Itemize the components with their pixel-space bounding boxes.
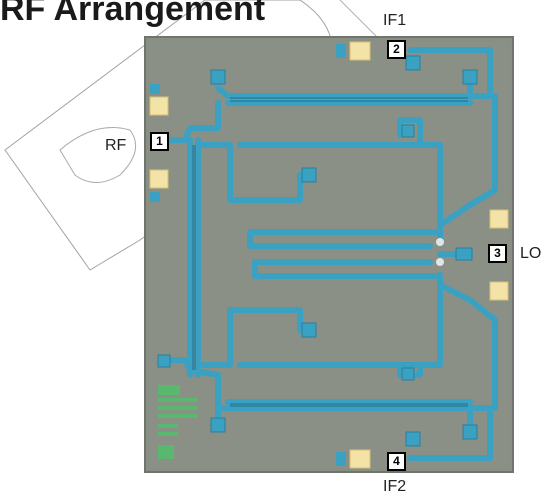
- component-block: [157, 354, 171, 368]
- green-marking: [158, 385, 180, 395]
- bond-pad: [336, 452, 346, 466]
- bond-pad: [150, 84, 160, 94]
- green-marking: [158, 424, 178, 428]
- trace: [215, 75, 473, 99]
- trace: [247, 229, 433, 249]
- bond-pad: [489, 281, 509, 301]
- bond-pad: [349, 449, 371, 469]
- trace: [407, 47, 493, 99]
- port-label-rf: RF: [105, 137, 127, 154]
- trace: [417, 272, 443, 368]
- diode: [436, 238, 444, 246]
- pin-number-1: 1: [150, 132, 169, 151]
- port-label-lo: LO: [520, 245, 542, 262]
- component-block: [401, 367, 415, 381]
- pin-number-2: 2: [387, 40, 406, 59]
- pin-number-4: 4: [387, 452, 406, 471]
- component-block: [210, 69, 226, 85]
- green-marking: [158, 406, 198, 410]
- green-marking: [158, 432, 178, 436]
- bond-pad: [150, 192, 160, 202]
- trace: [165, 100, 221, 143]
- component-block: [405, 431, 421, 447]
- trace: [237, 362, 423, 378]
- component-block: [462, 69, 478, 85]
- component-block: [405, 55, 421, 71]
- component-block: [401, 124, 415, 138]
- component-block: [301, 167, 317, 183]
- component-block: [301, 322, 317, 338]
- trace: [407, 405, 493, 461]
- bond-pad: [349, 41, 371, 61]
- bond-pad: [489, 209, 509, 229]
- bond-pad: [149, 169, 169, 189]
- component-block: [210, 417, 226, 433]
- trace: [195, 307, 303, 368]
- trace: [437, 282, 498, 411]
- green-marking: [158, 414, 198, 418]
- pin-number-3: 3: [488, 244, 507, 263]
- component-block: [462, 424, 478, 440]
- bond-pad: [149, 96, 169, 116]
- green-marking: [158, 398, 198, 402]
- port-label-if2: IF2: [383, 478, 407, 495]
- diode: [436, 258, 444, 266]
- port-label-if1: IF1: [383, 12, 407, 29]
- bond-pad: [336, 44, 346, 58]
- trace: [165, 357, 221, 421]
- green-marking: [158, 445, 174, 459]
- page-title: RF Arrangement: [0, 0, 266, 28]
- component-block: [455, 247, 473, 261]
- trace: [417, 142, 443, 243]
- trace: [252, 259, 443, 279]
- trace: [237, 117, 423, 148]
- trace: [437, 93, 498, 228]
- trace: [195, 142, 303, 203]
